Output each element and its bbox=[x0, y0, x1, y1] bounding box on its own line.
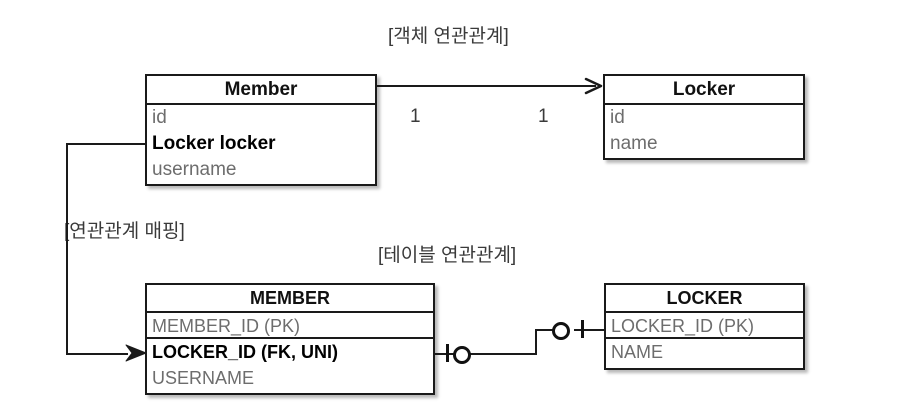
class-box-member: Member id Locker locker username bbox=[145, 74, 377, 186]
caption-relation-mapping: [연관관계 매핑] bbox=[64, 221, 185, 242]
table-box-locker: LOCKER LOCKER_ID (PK) NAME bbox=[604, 283, 805, 370]
table-box-member-columns: MEMBER_ID (PK) LOCKER_ID (FK, UNI) USERN… bbox=[147, 313, 433, 391]
table-box-locker-columns: LOCKER_ID (PK) NAME bbox=[606, 313, 803, 365]
relationship-line-step bbox=[535, 329, 537, 355]
class-box-member-title: Member bbox=[147, 76, 375, 105]
relationship-line-right-stub bbox=[574, 329, 605, 331]
class-box-locker-fields: id name bbox=[605, 105, 803, 157]
mapping-line-bottom bbox=[66, 353, 128, 355]
table-column-member-locker-id: LOCKER_ID (FK, UNI) bbox=[152, 342, 338, 362]
class-field-locker-name: name bbox=[610, 133, 658, 154]
relationship-line-upper bbox=[535, 329, 558, 331]
class-field-member-username: username bbox=[152, 159, 237, 180]
class-box-member-fields: id Locker locker username bbox=[147, 105, 375, 183]
multiplicity-source: 1 bbox=[410, 106, 421, 127]
relationship-ring-left bbox=[453, 346, 471, 364]
table-column-member-username: USERNAME bbox=[152, 368, 255, 388]
class-box-locker: Locker id name bbox=[603, 74, 805, 160]
mapping-line-vertical bbox=[66, 143, 68, 354]
mapping-line-top bbox=[66, 143, 146, 145]
relationship-tick-left bbox=[446, 344, 449, 362]
caption-table-relation: [테이블 연관관계] bbox=[378, 245, 517, 266]
table-box-member: MEMBER MEMBER_ID (PK) LOCKER_ID (FK, UNI… bbox=[145, 283, 435, 395]
relationship-tick-right bbox=[581, 320, 584, 338]
class-field-member-id: id bbox=[152, 107, 167, 128]
class-box-locker-title: Locker bbox=[605, 76, 803, 105]
class-field-locker-id: id bbox=[610, 107, 625, 128]
caption-object-relation: [객체 연관관계] bbox=[388, 26, 509, 47]
table-column-locker-name: NAME bbox=[611, 342, 664, 362]
table-box-locker-title: LOCKER bbox=[606, 285, 803, 313]
table-column-member-id: MEMBER_ID (PK) bbox=[147, 313, 433, 339]
table-box-member-title: MEMBER bbox=[147, 285, 433, 313]
class-field-member-locker: Locker locker bbox=[152, 133, 276, 154]
relationship-line-left-stub bbox=[435, 353, 454, 355]
relationship-ring-right bbox=[552, 322, 570, 340]
association-arrowhead-icon bbox=[584, 77, 603, 95]
multiplicity-target: 1 bbox=[538, 106, 549, 127]
table-column-locker-id: LOCKER_ID (PK) bbox=[606, 313, 803, 339]
mapping-arrowhead-icon bbox=[125, 344, 147, 362]
relationship-line-lower bbox=[470, 353, 536, 355]
